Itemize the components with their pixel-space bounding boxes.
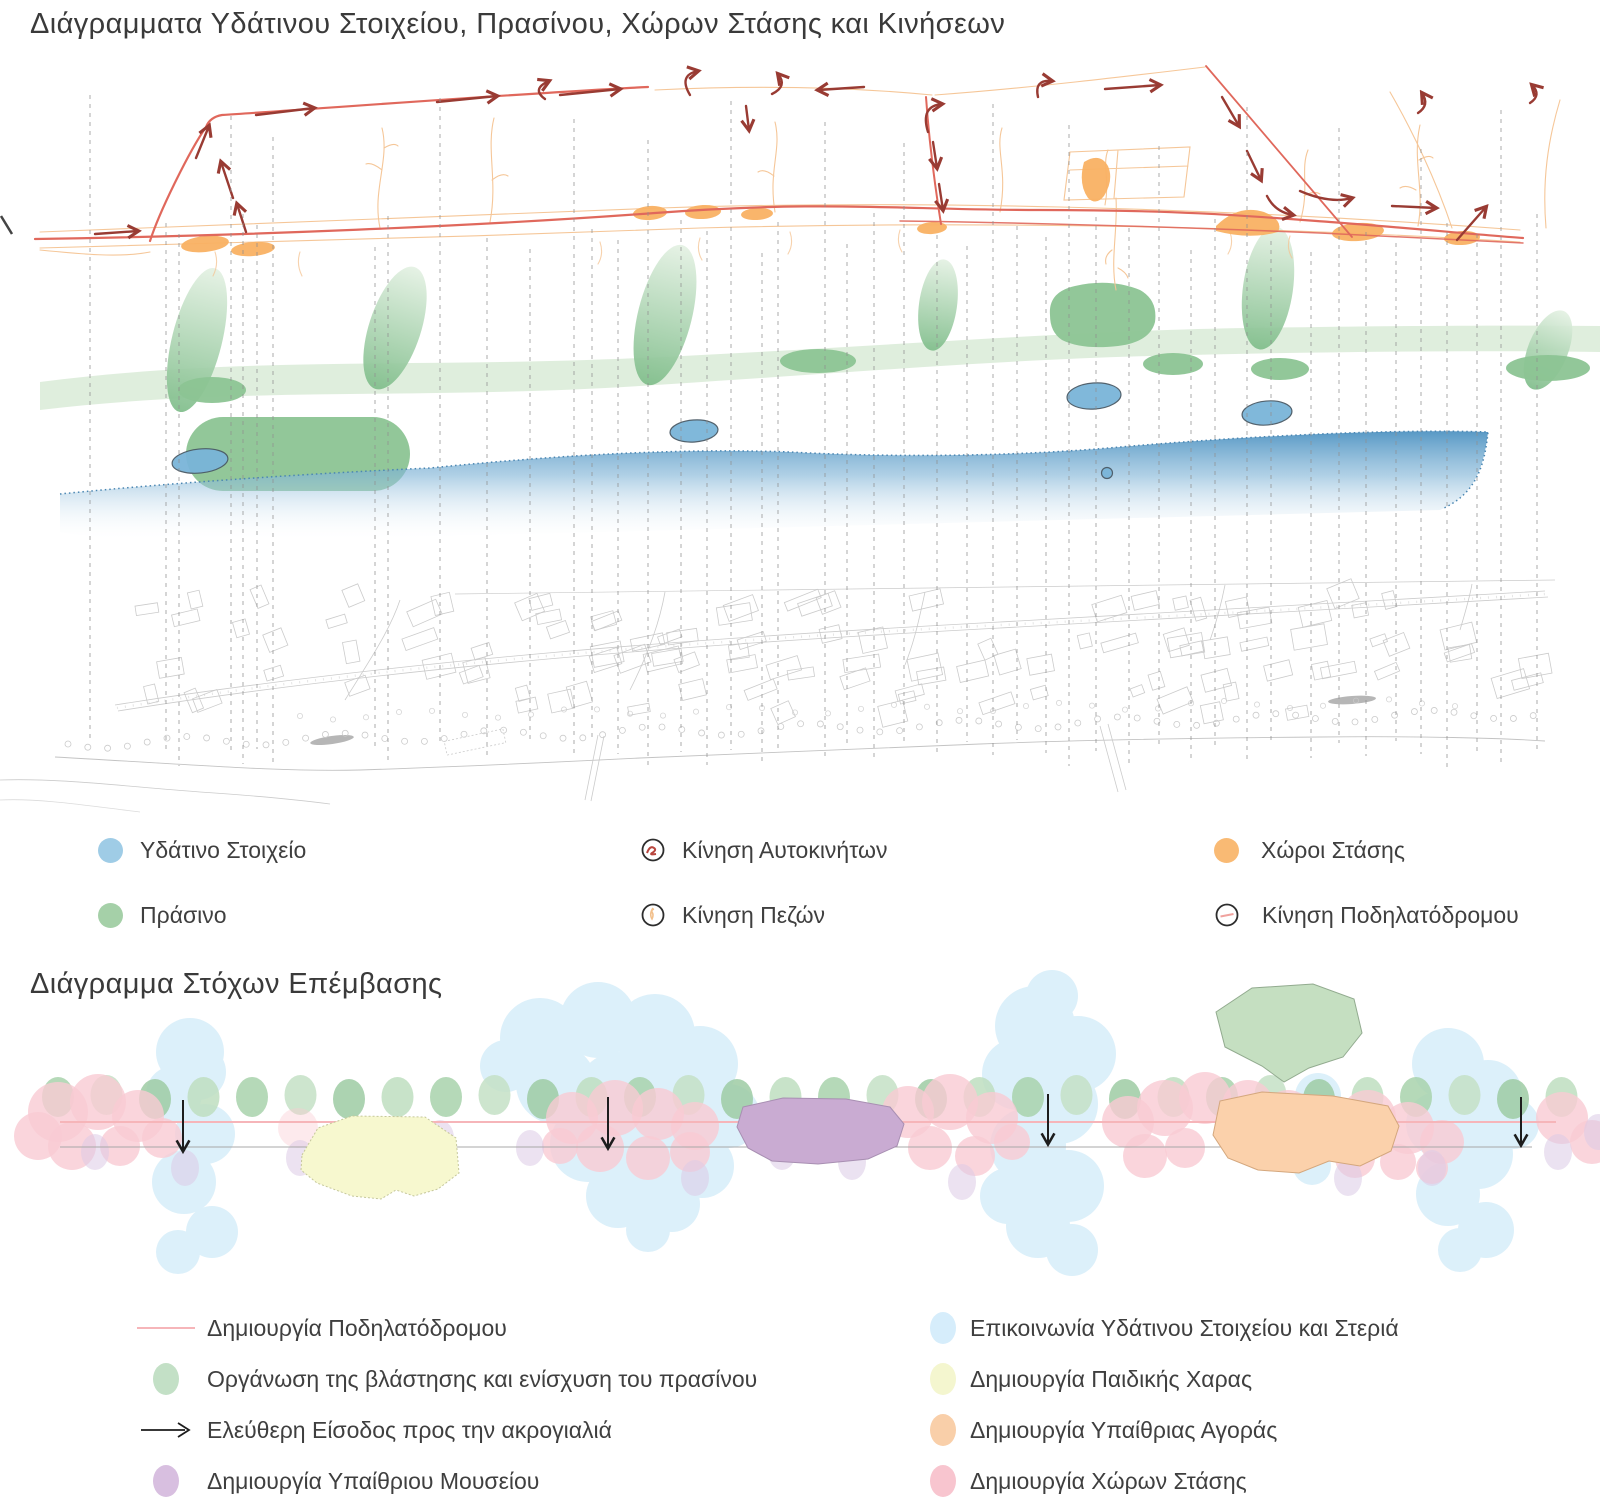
legend-item-museum-goal: Δημιουργία Υπαίθριου Μουσείου [137, 1465, 539, 1497]
stop-spaces-dot [1214, 837, 1239, 863]
museum-dot [153, 1465, 179, 1497]
legend-item-beach-access-goal: Ελεύθερη Είσοδος προς την ακρογιαλιά [137, 1414, 612, 1446]
free-beach-access-arrows [175, 1094, 1529, 1155]
legend-label: Δημιουργία Παιδικής Χαρας [970, 1366, 1253, 1392]
legend-item-bike-path-goal: Δημιουργία Ποδηλατόδρομου [137, 1312, 507, 1344]
legend-label: Επικοινωνία Υδάτινου Στοιχείου και Στερι… [970, 1315, 1399, 1341]
legend-item-water-land-goal: Επικοινωνία Υδάτινου Στοιχείου και Στερι… [928, 1312, 1399, 1344]
playground-area [300, 1115, 460, 1200]
legend-label: Δημιουργία Υπαίθριας Αγοράς [970, 1417, 1278, 1443]
greenery-layer [40, 226, 1600, 491]
vegetation-area [1215, 983, 1363, 1083]
goals-strip [14, 970, 1600, 1276]
legend-label: Δημιουργία Ποδηλατόδρομου [207, 1315, 507, 1341]
pedestrian-paths [39, 66, 1561, 291]
legend-item-stop-spaces-goal: Δημιουργία Χώρων Στάσης [928, 1465, 1247, 1497]
vegetation-dot [153, 1363, 179, 1395]
legend-item-playground-goal: Δημιουργία Παιδικής Χαρας [928, 1363, 1252, 1395]
bicycle-path-icon [1215, 903, 1239, 927]
legend-item-bicycle-path: Κίνηση Ποδηλατόδρομου [1214, 899, 1519, 931]
legend-item-market-goal: Δημιουργία Υπαίθριας Αγοράς [928, 1414, 1277, 1446]
legend-label: Οργάνωση της βλάστησης και ενίσχυση του … [207, 1366, 758, 1392]
sea-band [60, 431, 1488, 542]
car-movement-icon [641, 838, 665, 862]
water-land-dot [930, 1312, 956, 1344]
legend-item-pedestrian-movement: Κίνηση Πεζών [640, 899, 825, 931]
goals-diagram-title: Διάγραμμα Στόχων Επέμβασης [30, 968, 443, 1000]
stop-spaces-goal-dot [930, 1465, 956, 1497]
movement-arrows [93, 71, 1537, 242]
legend-label: Δημιουργία Υπαίθριου Μουσείου [207, 1468, 540, 1494]
legend-item-water: Υδάτινο Στοιχείο [98, 834, 306, 866]
legend-label: Δημιουργία Χώρων Στάσης [970, 1468, 1247, 1494]
legend-item-green: Πράσινο [98, 899, 227, 931]
top-diagram-title: Διάγραμματα Υδάτινου Στοιχείου, Πρασίνου… [30, 8, 1006, 40]
guide-lines [89, 95, 1538, 767]
legend-label: Πράσινο [140, 902, 227, 928]
open-air-museum-area [736, 1097, 905, 1165]
beach-access-arrow-icon [141, 1422, 191, 1438]
water-dot [98, 837, 123, 863]
legend-label: Κίνηση Ποδηλατόδρομου [1262, 902, 1519, 928]
legend-item-stop-spaces: Χώροι Στάσης [1214, 834, 1405, 866]
city-plan-map [0, 578, 1556, 813]
legend-label: Χώροι Στάσης [1261, 837, 1405, 863]
pedestrian-movement-icon [641, 903, 665, 927]
water-layer [59, 382, 1489, 542]
legend-label: Κίνηση Πεζών [682, 902, 826, 928]
legend-item-vegetation-goal: Οργάνωση της βλάστησης και ενίσχυση του … [137, 1363, 757, 1395]
stop-space-clusters [14, 1072, 1600, 1184]
legend-item-car-movement: Κίνηση Αυτοκινήτων [640, 834, 887, 866]
legend-label: Υδάτινο Στοιχείο [140, 837, 307, 863]
edge-tick [0, 215, 14, 235]
legend-label: Ελεύθερη Είσοδος προς την ακρογιαλιά [207, 1417, 612, 1443]
open-air-market-area [1212, 1091, 1400, 1174]
market-dot [930, 1414, 956, 1446]
bike-path-line-swatch [137, 1327, 195, 1329]
legend-label: Κίνηση Αυτοκινήτων [682, 837, 888, 863]
green-dot [98, 902, 123, 928]
playground-dot [930, 1363, 956, 1395]
